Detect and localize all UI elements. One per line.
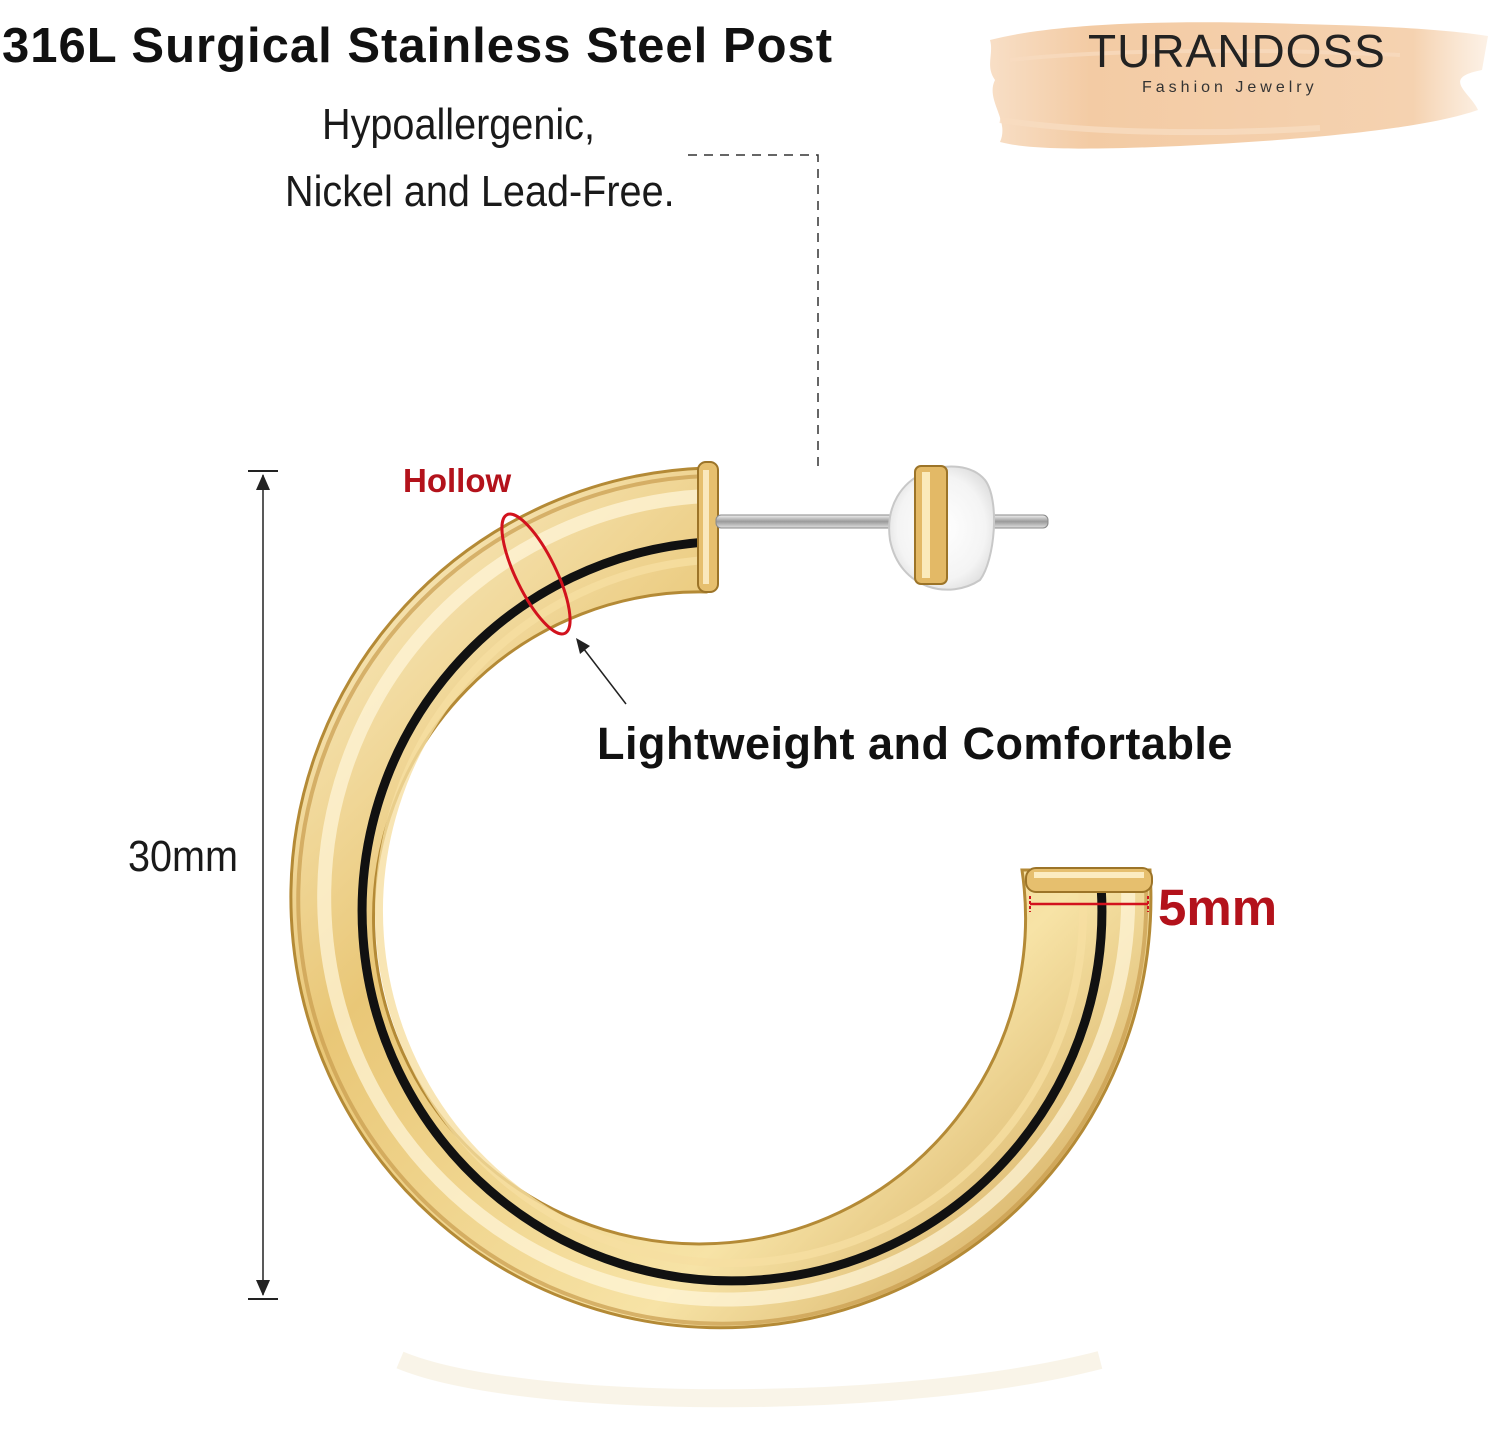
thickness-label: 5mm: [1158, 879, 1278, 936]
hoop-top-cap: [697, 461, 719, 593]
logo-brush-stroke: [990, 22, 1488, 149]
thickness-dimension-line: [1029, 896, 1149, 912]
hoop-reflection: [396, 1351, 1103, 1408]
feature-hypoallergenic: Hypoallergenic,: [322, 100, 595, 149]
comfort-pointer-arrow: [576, 638, 627, 705]
headline: 316L Surgical Stainless Steel Post: [2, 19, 834, 73]
hoop-earring: [289, 466, 1153, 1330]
height-label: 30mm: [128, 832, 239, 881]
hoop-bottom-cap: [1025, 867, 1153, 893]
comfort-label: Lightweight and Comfortable: [597, 718, 1233, 769]
post-leader-line: [688, 154, 819, 468]
steel-post: [715, 514, 1049, 529]
brand-tagline: Fashion Jewelry: [1142, 79, 1318, 96]
earring-back: [888, 465, 995, 591]
brand-logo-name: TURANDOSS: [1088, 25, 1386, 77]
height-dimension-line: [248, 470, 278, 1300]
hollow-label: Hollow: [403, 462, 512, 499]
hollow-marker: [500, 512, 572, 636]
feature-nickel-lead-free: Nickel and Lead-Free.: [285, 167, 675, 216]
